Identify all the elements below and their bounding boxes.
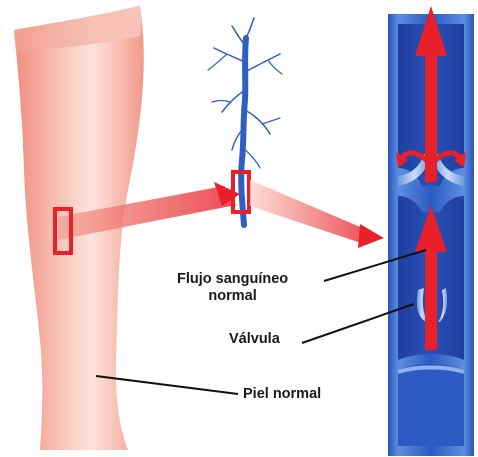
label-normal-skin: Piel normal (243, 386, 321, 403)
label-normal-blood-flow-line2: normal (177, 288, 288, 305)
label-normal-blood-flow-line1: Flujo sanguíneo (177, 271, 288, 288)
magnify-beam-2 (250, 180, 384, 248)
label-normal-blood-flow: Flujo sanguíneo normal (177, 271, 288, 305)
label-valve: Válvula (229, 331, 280, 348)
leader-piel (96, 376, 238, 394)
